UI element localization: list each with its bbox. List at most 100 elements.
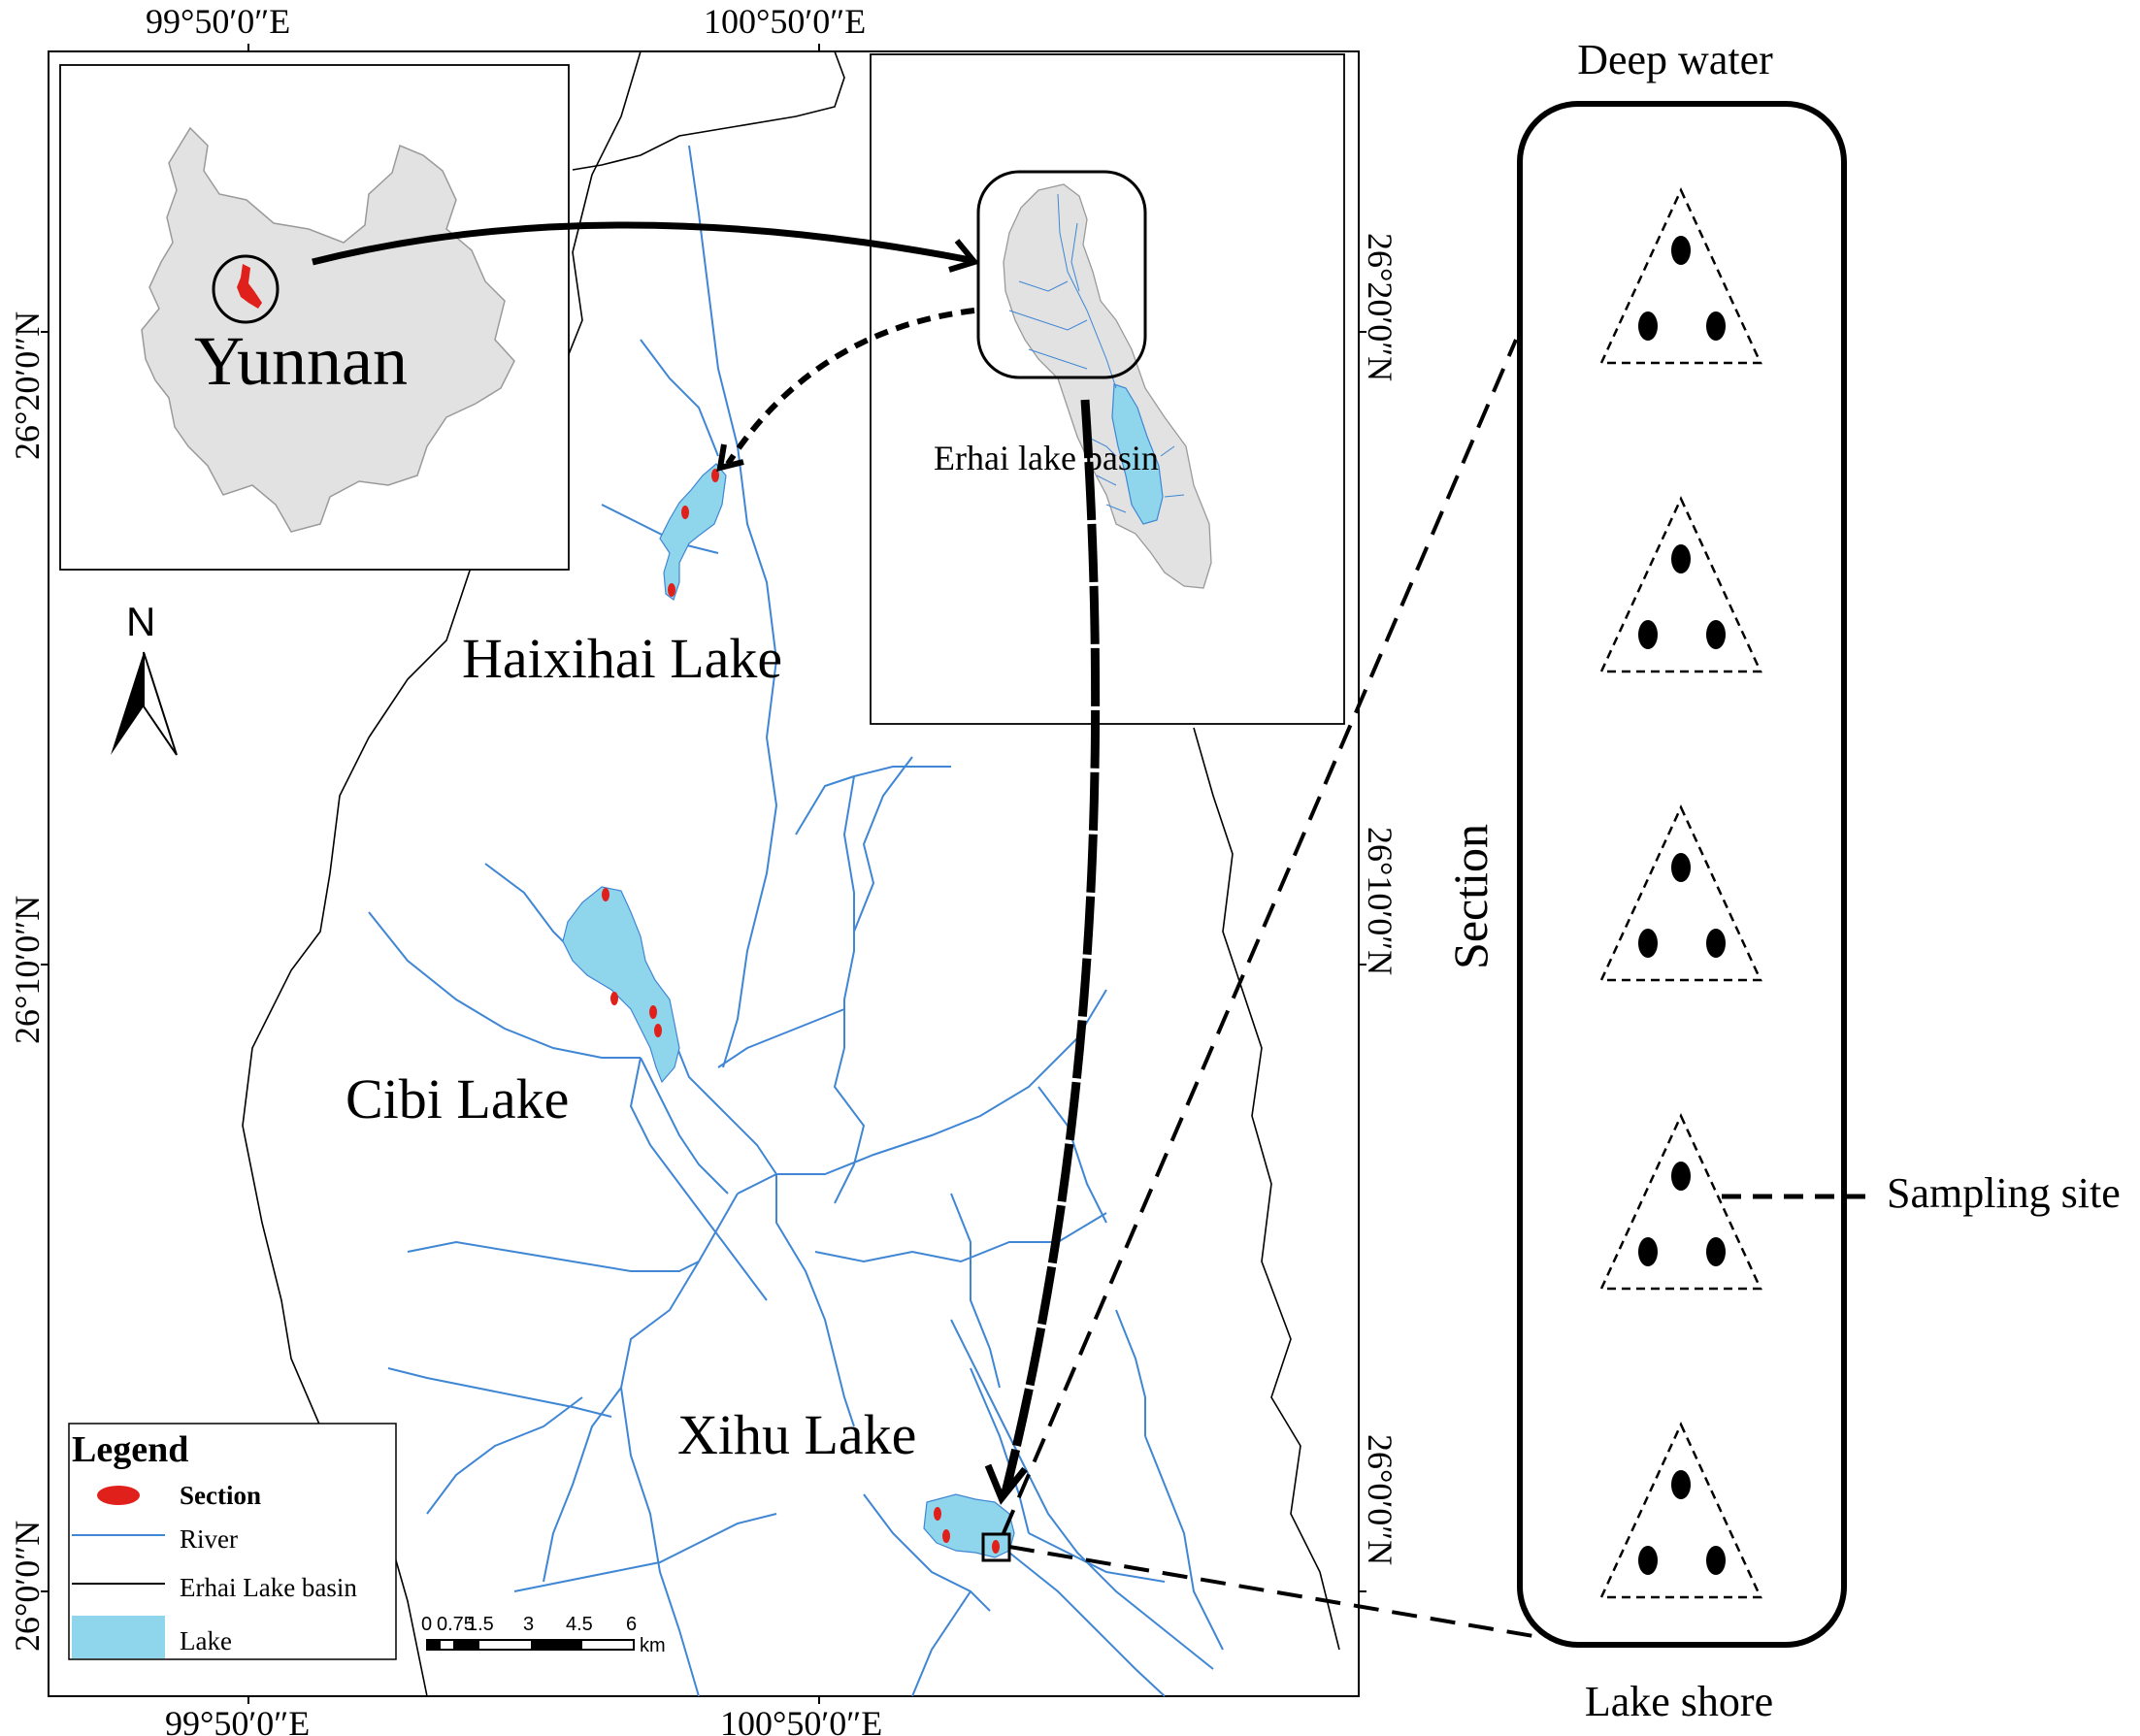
scale-tick-label: 3	[523, 1614, 534, 1635]
river	[1086, 436, 1117, 457]
scale-tick-label: 4.5	[566, 1614, 593, 1635]
erhai-basin-red-shape	[237, 264, 262, 309]
river	[1028, 348, 1088, 370]
north-label: N	[126, 599, 155, 644]
connector-arrows	[312, 221, 1534, 1638]
yunnan-inset: Yunnan	[59, 64, 570, 571]
coordinate-labels: 99°50′0″E 100°50′0″E 99°50′0″E 100°50′0″…	[8, 2, 1399, 1736]
river	[950, 1193, 1001, 1389]
river	[1008, 1552, 1166, 1697]
legend-lake-symbol	[72, 1616, 165, 1658]
sampling-point	[1638, 929, 1658, 958]
river	[640, 339, 719, 457]
yunnan-to-basin-arrow	[312, 221, 971, 266]
left-tick-label: 26°20′0″N	[8, 311, 47, 460]
river	[1008, 310, 1088, 331]
sampling-point	[1706, 1546, 1726, 1575]
sampling-point	[1638, 1546, 1658, 1575]
river	[775, 1174, 855, 1427]
river	[513, 1513, 777, 1592]
river	[1144, 1435, 1224, 1651]
basin-boundary-west	[242, 50, 642, 1697]
river	[669, 1028, 777, 1175]
haixihai-label: Haixihai Lake	[462, 627, 782, 690]
cibi-label: Cibi Lake	[346, 1067, 569, 1130]
river	[863, 1493, 991, 1612]
sampling-point	[1671, 1162, 1691, 1191]
basin-river-network	[1008, 193, 1185, 513]
basin-label: Erhai lake basin	[934, 439, 1159, 477]
basin-focus-box	[976, 170, 1147, 379]
cibi-lake-shape	[562, 886, 680, 1084]
scale-segment	[453, 1640, 479, 1650]
scale-tick-label: 6	[626, 1614, 637, 1635]
sampling-point	[1671, 853, 1691, 882]
yunnan-province-shape	[141, 126, 515, 533]
river	[1018, 280, 1069, 292]
left-tick-label: 26°0′0″N	[8, 1521, 47, 1652]
bottom-tick-label: 100°50′0″E	[720, 1704, 882, 1736]
sampling-point	[1671, 1470, 1691, 1499]
north-arrow-left	[111, 652, 144, 755]
arrowhead	[716, 443, 744, 473]
river-network	[368, 145, 1224, 1697]
bottom-tick-label: 99°50′0″E	[165, 1704, 310, 1736]
legend-title: Legend	[72, 1429, 188, 1470]
section-side-label: Section	[1443, 824, 1498, 969]
basin-boundary-north	[572, 50, 845, 171]
section-marker	[942, 1529, 950, 1543]
section-marker	[992, 1540, 1000, 1554]
sampling-triangle	[1599, 1113, 1762, 1291]
sampling-point	[1638, 1237, 1658, 1266]
right-tick-label: 26°10′0″N	[1361, 827, 1399, 975]
scale-unit: km	[640, 1635, 666, 1656]
tick-marks	[41, 44, 1366, 1704]
basin-circle-in-yunnan	[212, 254, 280, 324]
river	[1096, 475, 1117, 486]
sampling-point	[1638, 311, 1658, 341]
section-marker	[934, 1507, 941, 1521]
sampling-point	[1706, 620, 1726, 649]
erhai-lake-shape	[1111, 383, 1164, 525]
section-marker	[649, 1005, 657, 1019]
river	[640, 1057, 729, 1195]
sampling-triangle	[1599, 804, 1762, 982]
legend-section-symbol	[97, 1486, 140, 1505]
deep-water-label: Deep water	[1577, 36, 1773, 83]
xihu-to-section-dashed-lower	[1008, 1545, 1534, 1638]
river	[1160, 445, 1175, 457]
river	[368, 911, 641, 1059]
right-tick-label: 26°0′0″N	[1361, 1434, 1399, 1565]
section-marker	[654, 1024, 662, 1037]
sampling-triangle	[1599, 1422, 1762, 1599]
arrowhead	[984, 1463, 1028, 1505]
sampling-triangles	[1599, 187, 1762, 1599]
sampling-point	[1671, 236, 1691, 265]
river	[911, 1590, 971, 1697]
section-marker	[602, 888, 609, 901]
river	[387, 1367, 612, 1418]
map-legend: Legend Section River Erhai Lake basin La…	[68, 1423, 397, 1660]
legend-item-label: River	[180, 1524, 238, 1554]
river	[842, 775, 855, 1048]
river	[1070, 222, 1080, 292]
river	[543, 1387, 622, 1583]
section-markers	[602, 469, 1000, 1554]
basin-inset: Erhai lake basin	[870, 53, 1345, 725]
section-marker	[711, 469, 719, 482]
sampling-site-label: Sampling site	[1887, 1169, 2121, 1217]
legend-item-label: Erhai Lake basin	[180, 1573, 357, 1602]
north-arrow: N	[111, 599, 178, 756]
lakes	[562, 463, 1015, 1558]
river	[950, 1319, 1214, 1670]
sampling-triangle	[1599, 496, 1762, 673]
scale-segment	[427, 1640, 441, 1650]
river	[629, 1057, 768, 1301]
river	[619, 1193, 739, 1697]
scale-tick-label: 0.75	[437, 1614, 475, 1635]
sampling-point	[1706, 929, 1726, 958]
top-tick-label: 100°50′0″E	[704, 2, 866, 41]
scale-tick-label: 0	[421, 1614, 432, 1635]
legend-item-label: Lake	[180, 1626, 232, 1655]
